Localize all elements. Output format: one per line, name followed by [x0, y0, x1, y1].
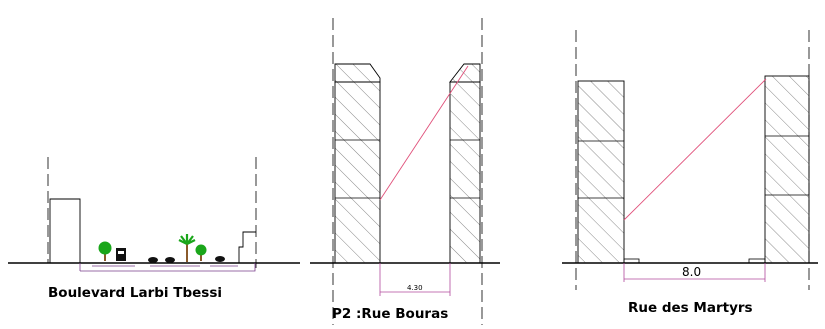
section-rue-bouras: 4.30 [310, 18, 500, 325]
bus-icon [116, 248, 126, 261]
building-right[interactable] [764, 75, 810, 264]
width-dimension: 8.0 [623, 263, 766, 282]
building-left[interactable] [334, 81, 381, 264]
curb-left [623, 258, 640, 264]
section-title-boulevard: Boulevard Larbi Tbessi [48, 285, 222, 301]
width-dimension: 4.30 [379, 263, 451, 296]
tree-icon [98, 241, 112, 261]
dimension-value: 4.30 [407, 284, 423, 292]
roof-right [449, 63, 481, 83]
dimension-value: 8.0 [682, 265, 701, 279]
section-title-rue-des-martyrs: Rue des Martyrs [628, 300, 753, 316]
building-outline-right [238, 231, 256, 263]
sight-line [623, 78, 767, 221]
building-left[interactable] [577, 80, 625, 264]
road-profile [79, 263, 256, 272]
building-right[interactable] [449, 81, 481, 264]
section-title-rue-bouras: P2 :Rue Bouras [332, 306, 449, 322]
curb-right [748, 258, 766, 264]
tree-icon [195, 244, 207, 261]
section-boulevard-larbi-tbessi [8, 157, 300, 272]
car-icon [165, 257, 175, 263]
sight-line [379, 65, 469, 201]
car-icon [215, 256, 225, 262]
roof-left [334, 63, 381, 83]
building-outline-left [49, 198, 81, 263]
car-icon [148, 257, 158, 263]
palm-tree-icon [178, 234, 196, 262]
section-rue-des-martyrs: 8.0 [562, 30, 818, 290]
